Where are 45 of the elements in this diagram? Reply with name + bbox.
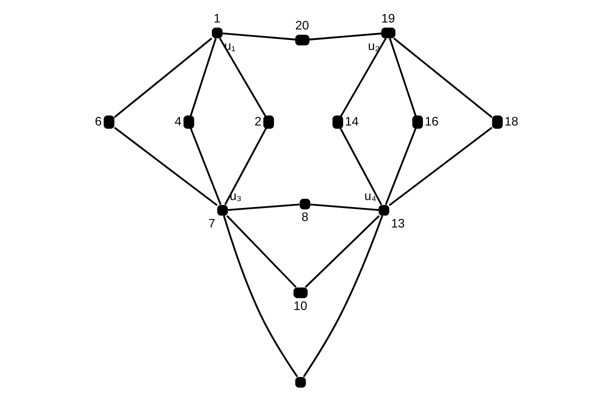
- node-box: [183, 115, 194, 129]
- node-label: u₄: [364, 188, 376, 203]
- connector: [113, 38, 212, 118]
- connector: [189, 127, 221, 206]
- node-circle: [294, 377, 306, 388]
- node-label: 10: [292, 298, 307, 313]
- node-label: 18: [504, 114, 518, 128]
- node-label: 2: [254, 114, 261, 128]
- connector: [113, 126, 218, 206]
- node-label: 19: [380, 12, 395, 26]
- connector: [340, 38, 386, 117]
- connector: [224, 127, 267, 206]
- connector: [310, 204, 378, 211]
- node-box: [103, 115, 114, 129]
- connector: [388, 126, 492, 206]
- node-box: [262, 115, 274, 129]
- connector: [218, 38, 266, 117]
- node-label: 16: [424, 114, 438, 128]
- connector: [189, 38, 216, 117]
- node-box-text: [380, 28, 395, 38]
- node-label: 4: [174, 114, 182, 128]
- node-box: [492, 115, 502, 129]
- node-label: 6: [94, 114, 102, 128]
- node-label: 8: [300, 210, 308, 224]
- connector: [222, 32, 297, 41]
- node-box: [294, 34, 309, 46]
- connector: [392, 38, 492, 118]
- connector: [384, 127, 416, 206]
- node-box: [292, 287, 308, 298]
- node-label: 20: [294, 18, 309, 33]
- node-label: 13: [390, 216, 404, 230]
- connector: [227, 204, 299, 211]
- node-label: u₂: [367, 39, 380, 53]
- connector: [304, 215, 380, 288]
- connector: [226, 215, 296, 288]
- node-box: [332, 115, 343, 129]
- connector: [338, 127, 382, 206]
- node-label: 7: [208, 216, 215, 230]
- node-label: 14: [344, 114, 358, 128]
- connector: [222, 215, 298, 378]
- connector: [307, 32, 382, 41]
- connector: [302, 215, 383, 378]
- node-box: [412, 115, 422, 129]
- node-label: 1: [213, 12, 220, 26]
- connector: [388, 38, 416, 117]
